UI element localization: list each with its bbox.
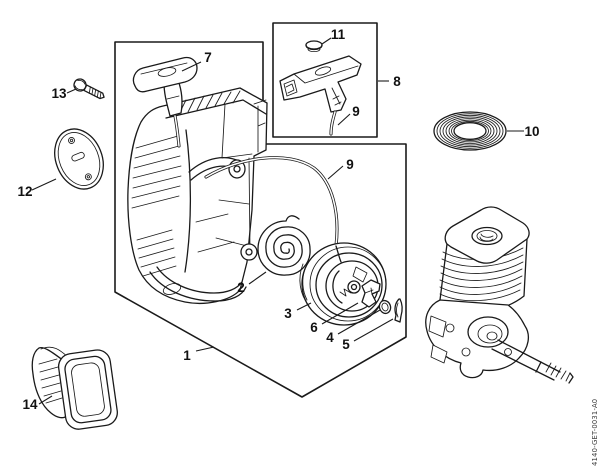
starter-grip bbox=[132, 56, 198, 148]
callout-labels: 1 2 3 4 5 6 7 8 9 9 10 11 12 13 14 bbox=[17, 27, 539, 412]
callout-7: 7 bbox=[204, 50, 212, 65]
callout-9-inset: 9 bbox=[352, 104, 360, 119]
callout-6: 6 bbox=[310, 320, 318, 335]
leader-lines bbox=[31, 37, 524, 405]
washer bbox=[378, 299, 392, 315]
starter-rope-main bbox=[204, 156, 339, 248]
clip-spring bbox=[394, 298, 403, 323]
engine-assembly bbox=[425, 206, 574, 384]
callout-9-main: 9 bbox=[346, 157, 354, 172]
callout-11: 11 bbox=[331, 27, 346, 42]
callout-5: 5 bbox=[342, 337, 350, 352]
drawing-number: 4140-GET-0031-A0 bbox=[591, 399, 599, 466]
screw bbox=[73, 78, 105, 100]
callout-4: 4 bbox=[326, 330, 334, 345]
inset-handle bbox=[279, 55, 362, 136]
callout-10: 10 bbox=[524, 124, 539, 139]
rewind-spring bbox=[257, 215, 311, 276]
air-duct bbox=[31, 346, 118, 430]
boundary-outline bbox=[114, 41, 407, 398]
cover-plate bbox=[54, 128, 104, 190]
starter-housing bbox=[127, 87, 268, 305]
callout-14: 14 bbox=[22, 397, 38, 412]
inset-detail-box bbox=[272, 22, 378, 138]
handle-cap bbox=[305, 40, 323, 53]
callout-13: 13 bbox=[51, 86, 67, 101]
starter-pawl bbox=[361, 279, 381, 308]
callout-8: 8 bbox=[393, 74, 401, 89]
callout-1: 1 bbox=[183, 348, 191, 363]
callout-12: 12 bbox=[17, 184, 32, 199]
callout-2: 2 bbox=[237, 280, 245, 295]
rope-coil bbox=[433, 111, 507, 151]
callout-3: 3 bbox=[284, 306, 292, 321]
